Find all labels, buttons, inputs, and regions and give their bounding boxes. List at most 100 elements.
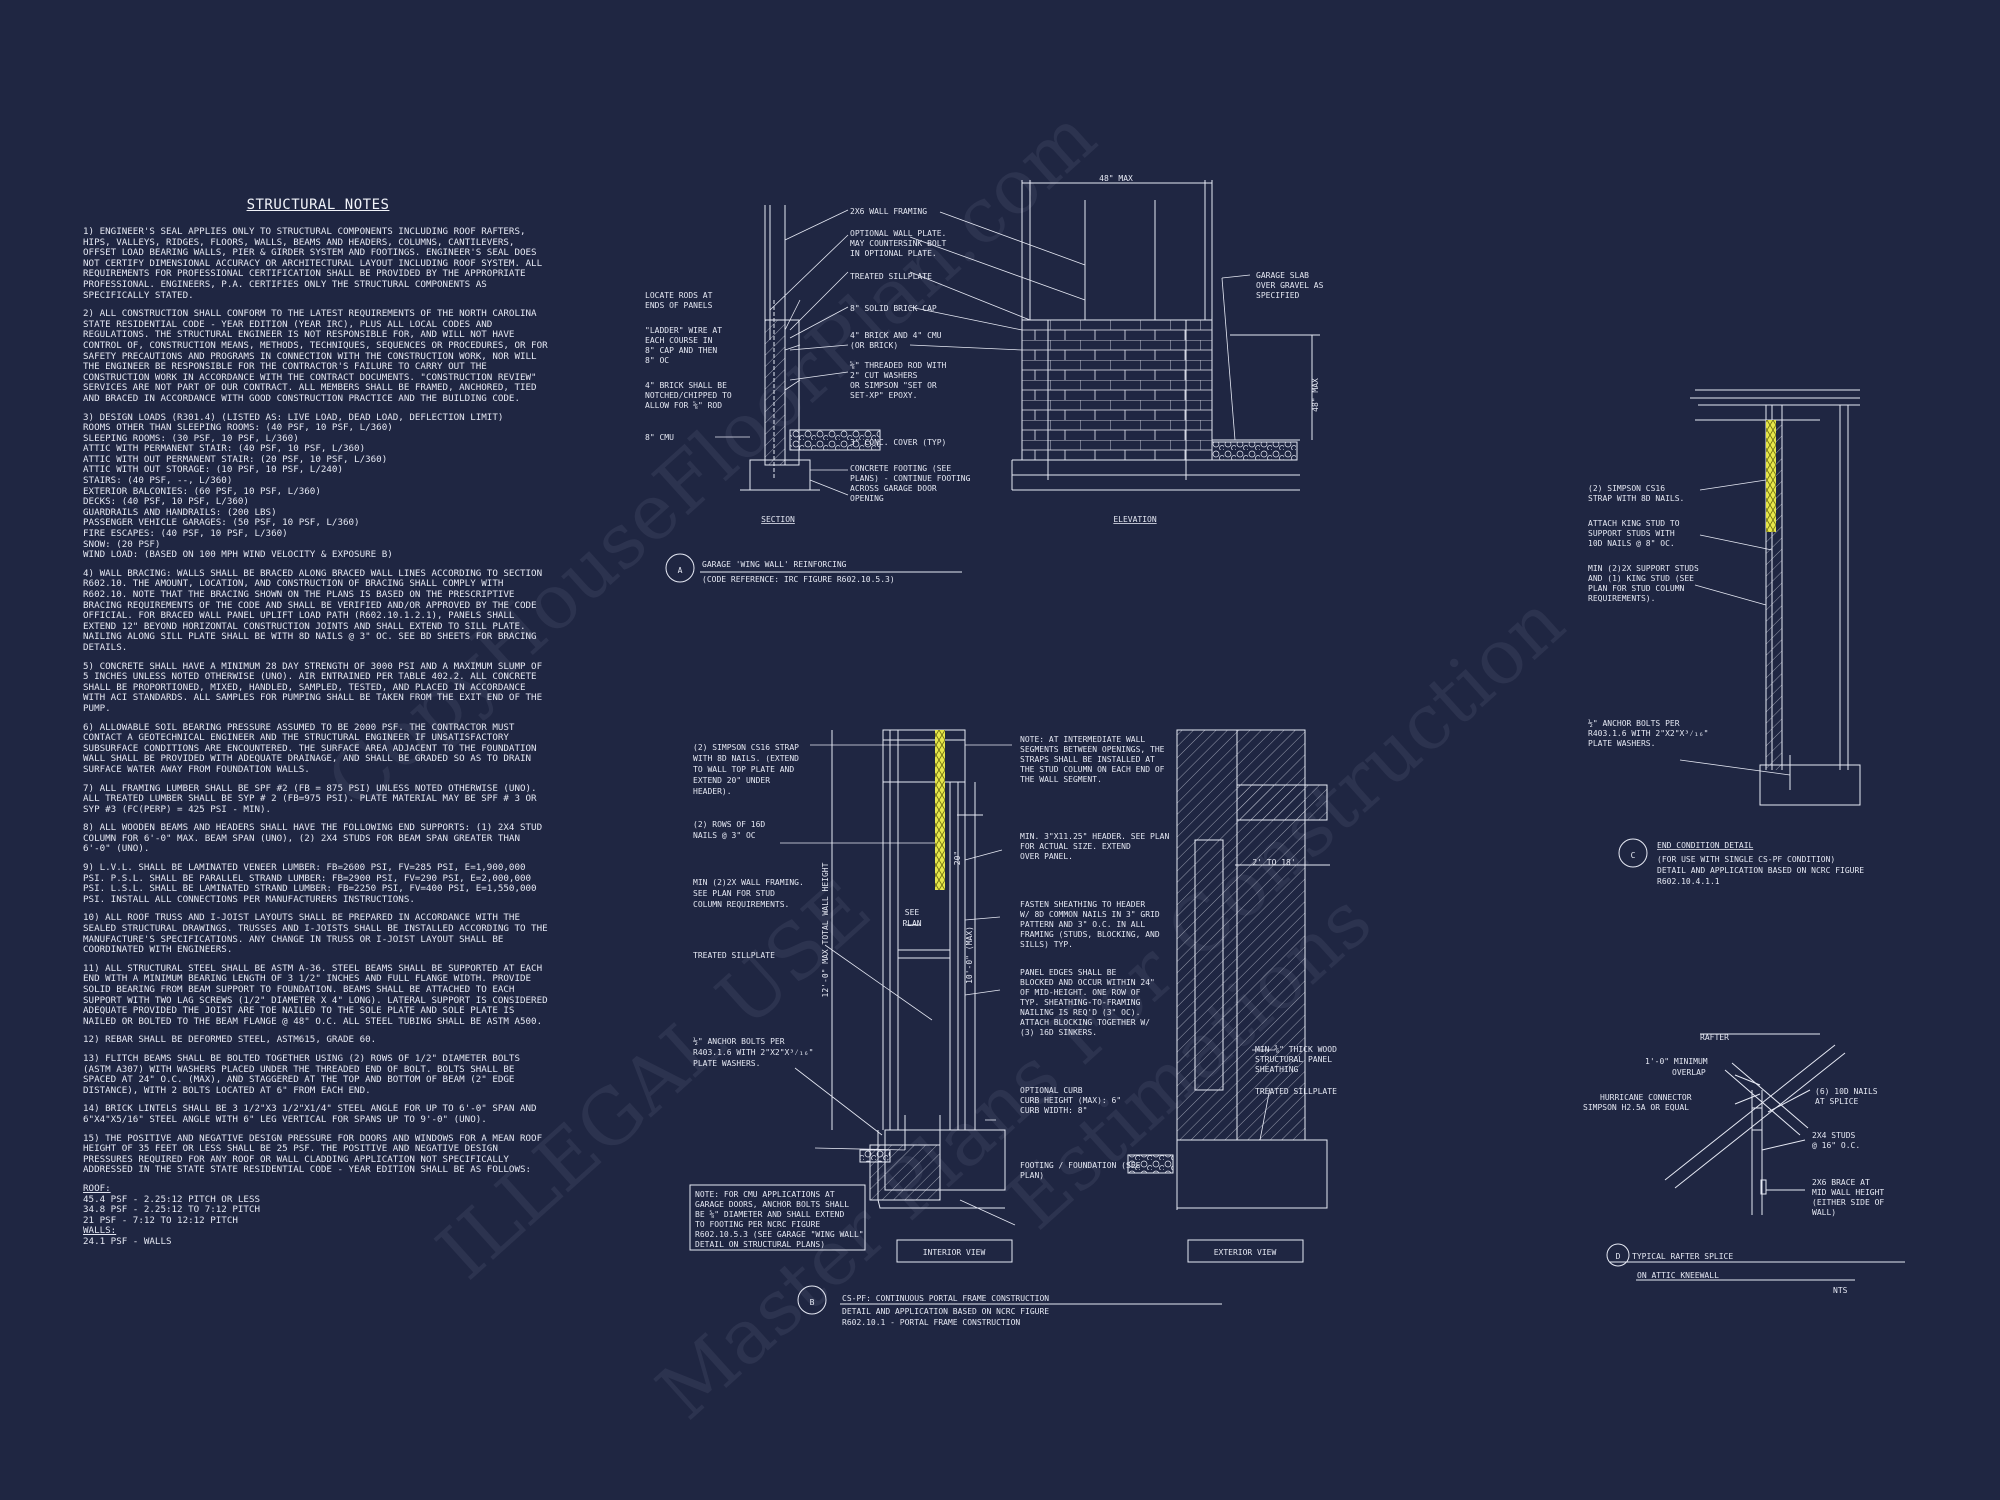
detail-c-tag-circle: [1618, 838, 1648, 868]
detail-d-callout: 2x4 STUDS: [1812, 1131, 1856, 1140]
detail-b-callout: THE WALL SEGMENT.: [1020, 775, 1102, 784]
detail-b-callout: PLAN): [1020, 1171, 1044, 1180]
dim-strap-extend: 20": [953, 851, 962, 865]
detail-d-title: TYPICAL RAFTER SPLICE: [1632, 1252, 1733, 1261]
detail-b-callout: CURB WIDTH: 8": [1020, 1106, 1087, 1115]
detail-b-callout: COLUMN REQUIREMENTS.: [693, 900, 789, 909]
detail-b-note-line: TO FOOTING PER NCRC FIGURE: [695, 1220, 820, 1229]
detail-b-callout: ½" ANCHOR BOLTS PER: [693, 1036, 785, 1046]
detail-b-callout: BLOCKED AND OCCUR WITHIN 24": [1020, 978, 1155, 987]
detail-b-callout: TREATED SILLPLATE: [1255, 1087, 1337, 1096]
roof-heading: ROOF:: [83, 1182, 111, 1194]
detail-d-callout: @ 16" O.C.: [1812, 1141, 1860, 1150]
dim-total-wall-height: 12'-0" MAX TOTAL WALL HEIGHT: [821, 862, 830, 997]
detail-c-callout: 10d NAILS @ 8" OC.: [1588, 539, 1675, 548]
detail-b-callout: MIN ⅜" THICK WOOD: [1255, 1045, 1337, 1054]
detail-d-callout: (EITHER SIDE OF: [1812, 1198, 1884, 1207]
interior-view-label-frame: [896, 1239, 1013, 1263]
detail-a-callout: CONCRETE FOOTING (SEE: [850, 464, 951, 473]
detail-b-callout: EXTEND 20" UNDER: [693, 776, 770, 785]
detail-d-rafter-splice: [1606, 1033, 1905, 1281]
detail-b-tag-circle: [797, 1285, 827, 1315]
detail-a-callout: ENDS OF PANELS: [645, 301, 713, 310]
detail-b-callout: FOR ACTUAL SIZE. EXTEND: [1020, 842, 1131, 851]
detail-a-callout: OR SIMPSON "SET OR: [850, 381, 937, 390]
detail-b-callout: HEADER).: [693, 787, 732, 796]
detail-d-callout: 1'-0" MINIMUM: [1645, 1057, 1708, 1066]
detail-c-subtitle: DETAIL AND APPLICATION BASED ON NCRC FIG…: [1657, 866, 1864, 875]
detail-b-interior-view: [831, 729, 1006, 1209]
dim-48-max-side: 48" MAX: [1311, 378, 1320, 412]
detail-b-note-line: R602.10.5.3 (SEE GARAGE "WING WALL": [695, 1230, 864, 1239]
detail-b-callout: PANEL EDGES SHALL BE: [1020, 968, 1117, 977]
detail-b-callout: FRAMING (STUDS, BLOCKING, AND: [1020, 930, 1160, 939]
detail-a-tag-circle: [665, 553, 695, 583]
detail-b-callout: FOOTING / FOUNDATION (SEE: [1020, 1161, 1141, 1170]
detail-d-tag-circle: [1606, 1243, 1630, 1267]
detail-c-callout: AND (1) KING STUD (SEE: [1588, 574, 1694, 583]
detail-a-elevation: [1011, 180, 1320, 491]
interior-view-label: INTERIOR VIEW: [923, 1248, 986, 1257]
detail-b-callout: SHEATHING: [1255, 1065, 1299, 1074]
detail-b-callout: OVER PANEL.: [1020, 852, 1073, 861]
detail-a-callout: OPTIONAL WALL PLATE.: [850, 229, 946, 238]
roof-pressure-line: 45.4 PSF - 2.25:12 PITCH OR LESS: [83, 1193, 261, 1205]
detail-c-callout: MIN (2)2X SUPPORT STUDS: [1588, 564, 1699, 573]
detail-c-leaders: [1679, 479, 1791, 776]
detail-c-tag: C: [1631, 851, 1636, 860]
roof-pressure-line: 34.8 PSF - 2.25:12 TO 7:12 PITCH: [83, 1204, 261, 1216]
detail-c-callout: ATTACH KING STUD TO: [1588, 519, 1680, 528]
detail-a-tag: A: [678, 566, 683, 575]
detail-b-subtitle: R602.10.1 - PORTAL FRAME CONSTRUCTION: [842, 1318, 1020, 1327]
detail-a-callout: TREATED SILLPLATE: [850, 272, 932, 281]
detail-c-callout: SUPPORT STUDS WITH: [1588, 529, 1675, 538]
detail-c-subtitle: (FOR USE WITH SINGLE CS-PF CONDITION): [1657, 855, 1835, 864]
detail-b-callout: PATTERN AND 3" O.C. IN ALL: [1020, 920, 1145, 929]
detail-d-callout: HURRICANE CONNECTOR: [1600, 1093, 1692, 1102]
detail-d-callout: WALL): [1812, 1208, 1836, 1217]
detail-b-note-line: GARAGE DOORS, ANCHOR BOLTS SHALL: [695, 1200, 849, 1209]
detail-a-callout: MAY COUNTERSINK BOLT: [850, 239, 947, 248]
structural-note-2: 2) ALL CONSTRUCTION SHALL CONFORM TO THE…: [83, 308, 548, 404]
structural-note-15: 15) THE POSITIVE AND NEGATIVE DESIGN PRE…: [83, 1132, 543, 1176]
detail-a-garage-wing-wall: [665, 180, 1320, 583]
detail-a-callout: (OR BRICK): [850, 341, 898, 350]
detail-b-callout: MIN. 3"X11.25" HEADER. SEE PLAN: [1020, 832, 1169, 841]
detail-c-callout: R403.1.6 WITH 2"x2"x³⁄₁₆": [1588, 729, 1708, 738]
detail-b-callout: NOTE: AT INTERMEDIATE WALL: [1020, 735, 1145, 744]
detail-d-callout: (6) 10d NAILS: [1815, 1087, 1878, 1096]
detail-b-callout: ATTACH BLOCKING TOGETHER W/: [1020, 1018, 1150, 1027]
detail-b-callout: FASTEN SHEATHING TO HEADER: [1020, 900, 1145, 909]
detail-a-callout: SPECIFIED: [1256, 291, 1300, 300]
detail-b-exterior-view: [1127, 729, 1330, 1210]
structural-note-8: 8) ALL WOODEN BEAMS AND HEADERS SHALL HA…: [83, 822, 543, 855]
detail-a-callout: 8" CMU: [645, 433, 674, 442]
detail-c-callout: (2) SIMPSON CS16: [1588, 484, 1665, 493]
detail-b-callout: (3) 16d SINKERS.: [1020, 1028, 1097, 1037]
detail-a-callout: LOCATE RODS AT: [645, 291, 713, 300]
detail-b-callout: CURB HEIGHT (MAX): 6": [1020, 1096, 1121, 1105]
detail-a-callout: ACROSS GARAGE DOOR: [850, 484, 937, 493]
detail-a-callout: SET-XP" EPOXY.: [850, 391, 917, 400]
detail-d-title: ON ATTIC KNEEWALL: [1637, 1271, 1719, 1280]
detail-b-note-line: BE ⅝" DIAMETER AND SHALL EXTEND: [695, 1210, 844, 1219]
detail-a-callout: 8" CAP AND THEN: [645, 346, 717, 355]
detail-d-callout: 2x6 BRACE AT: [1812, 1178, 1870, 1187]
detail-b-tag: B: [810, 1298, 815, 1307]
detail-a-callout: OPENING: [850, 494, 884, 503]
detail-b-callout: W/ 8d COMMON NAILS IN 3" GRID: [1020, 910, 1160, 919]
detail-d-callout: AT SPLICE: [1815, 1097, 1859, 1106]
detail-c-callout: STRAP WITH 8d NAILS.: [1588, 494, 1684, 503]
detail-b-callout: THE STUD COLUMN ON EACH END OF: [1020, 765, 1165, 774]
detail-b-callout: STRUCTURAL PANEL: [1255, 1055, 1332, 1064]
detail-a-callout: ALLOW FOR ⅝" ROD: [645, 401, 722, 410]
detail-b-callout: SEGMENTS BETWEEN OPENINGS, THE: [1020, 745, 1165, 754]
detail-a-title: GARAGE 'WING WALL' REINFORCING: [702, 560, 847, 569]
detail-a-callout: ⅝" THREADED ROD WITH: [850, 361, 947, 370]
detail-b-note-box-frame: [689, 1184, 866, 1251]
detail-a-callout: 8" OC: [645, 356, 669, 365]
detail-a-callout: NOTCHED/CHIPPED TO: [645, 391, 732, 400]
structural-note-11: 11) ALL STRUCTURAL STEEL SHALL BE ASTM A…: [83, 962, 548, 1027]
